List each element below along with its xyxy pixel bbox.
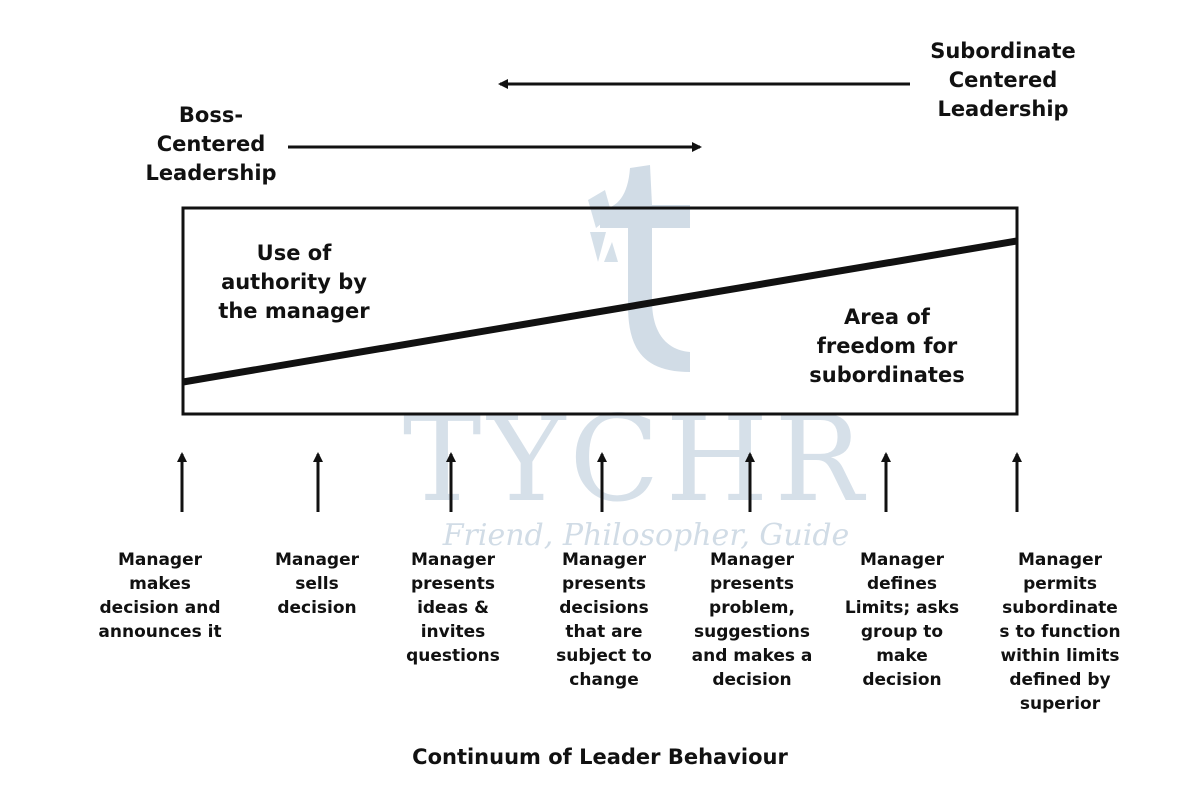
behavior-label-3: Manager presents ideas & invites questio… [406, 550, 500, 666]
authority-label: Use of authority by the manager [218, 241, 370, 323]
behavior-label-1: Manager makes decision and announces it [98, 550, 222, 642]
watermark-tagline: Friend, Philosopher, Guide [442, 518, 850, 553]
watermark-brand: TYCHR [403, 390, 870, 528]
freedom-label: Area of freedom for subordinates [809, 305, 965, 387]
diagram-caption: Continuum of Leader Behaviour [412, 745, 788, 769]
subordinate-centered-label: Subordinate Centered Leadership [930, 39, 1076, 121]
behavior-label-5: Manager presents problem, suggestions an… [691, 550, 813, 690]
behavior-label-4: Manager presents decisions that are subj… [556, 550, 652, 690]
behavior-label-2: Manager sells decision [274, 550, 360, 618]
continuum-box [181, 206, 1019, 416]
behavior-label-6: Manager defines Limits; asks group to ma… [844, 550, 960, 690]
watermark-logo-icon [588, 165, 690, 372]
behavior-arrows [177, 452, 1022, 512]
behavior-label-7: Manager permits subordinate s to functio… [999, 550, 1121, 714]
authority-freedom-divider [182, 237, 1018, 386]
boss-centered-label: Boss- Centered Leadership [145, 103, 277, 185]
